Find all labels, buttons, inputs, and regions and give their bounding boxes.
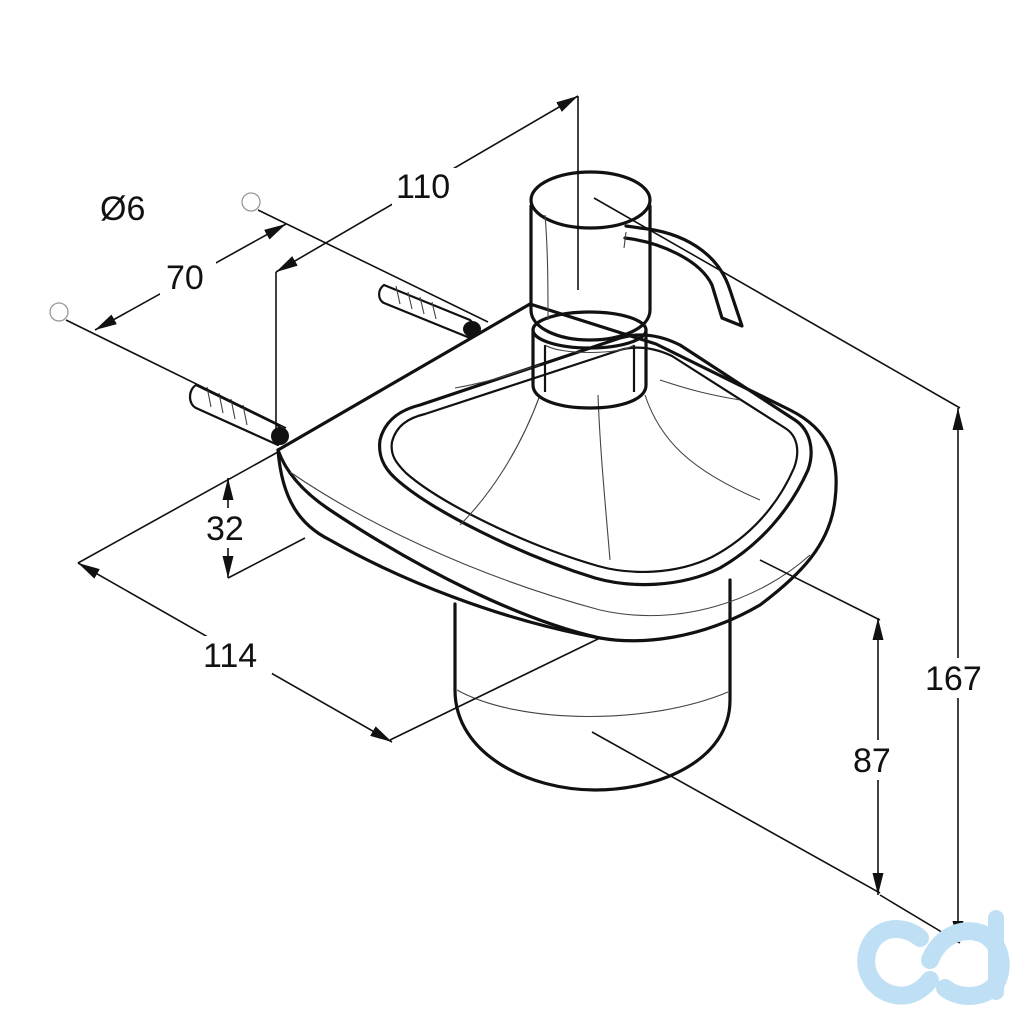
watermark-logo	[857, 910, 1010, 1005]
dimension-lines	[65, 95, 964, 944]
pump-collar	[531, 310, 648, 410]
label-hole-diameter: Ø6	[100, 190, 145, 228]
label-hole-spacing: 70	[166, 259, 204, 297]
drill-hole-lower	[49, 302, 69, 322]
glass-bottle	[453, 578, 732, 792]
pump-spout	[623, 224, 744, 328]
wall-plug-upper	[378, 283, 481, 340]
bottle-neck	[459, 394, 761, 561]
wall-plug-lower	[188, 383, 289, 447]
label-glass-height: 87	[853, 742, 891, 780]
dimension-labels: Ø6 70 110 32 114 87 167	[100, 168, 994, 780]
label-base-thickness: 32	[206, 510, 244, 548]
label-wall-to-pump: 110	[396, 168, 450, 206]
drill-hole-upper	[241, 192, 261, 212]
label-total-height: 167	[925, 660, 982, 698]
label-width: 114	[203, 637, 257, 675]
dispenser-drawing	[49, 170, 838, 792]
pump-head	[529, 170, 652, 342]
holder-tray	[276, 302, 838, 643]
